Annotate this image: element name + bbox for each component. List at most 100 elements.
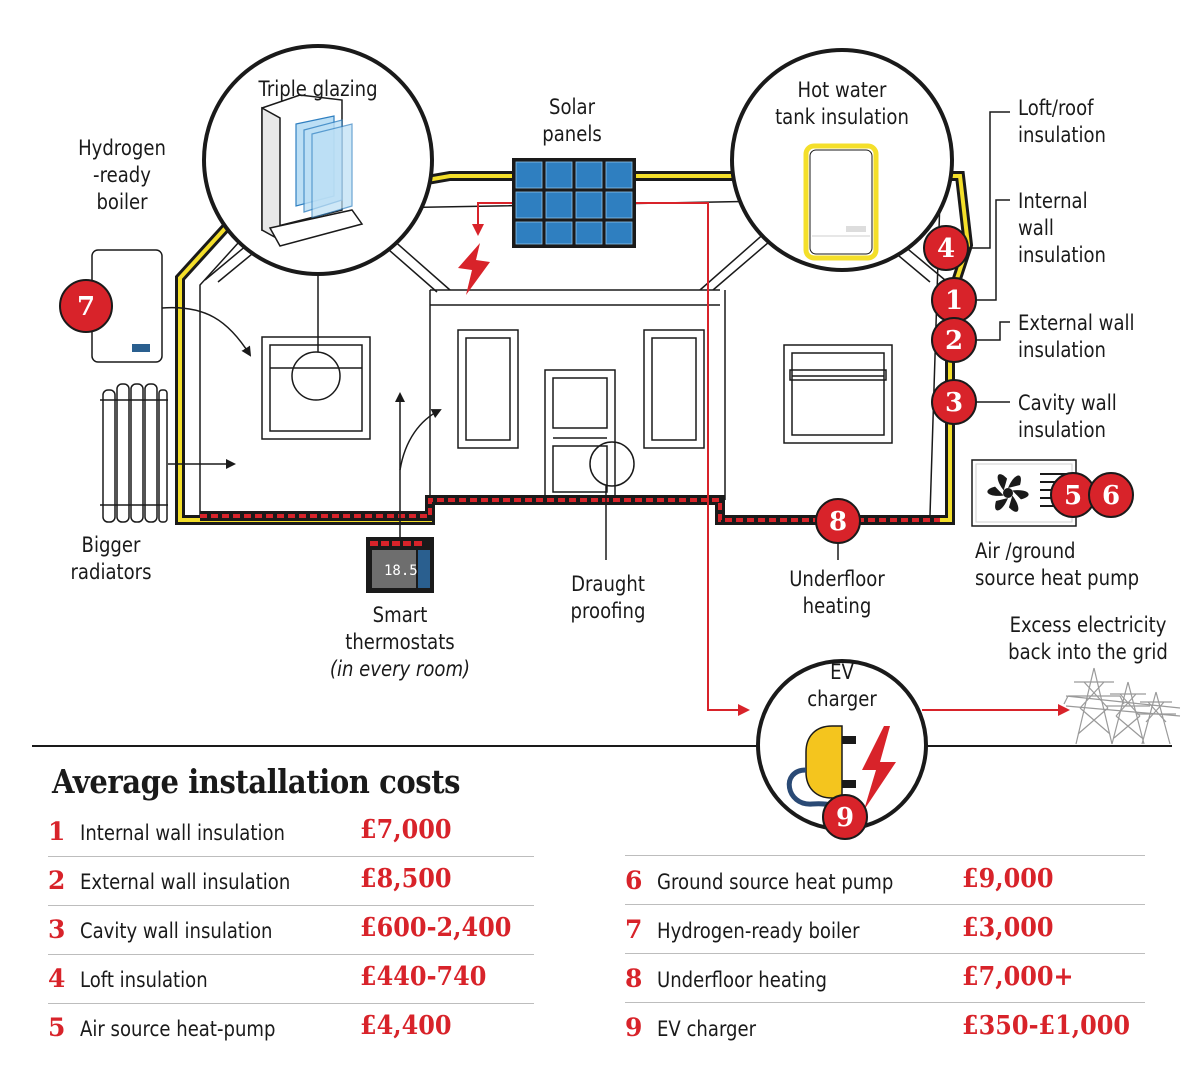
fan-icon [987, 474, 1029, 512]
cost-row-divider [48, 905, 534, 906]
label-heat-pump: Air /ground source heat pump [975, 539, 1140, 590]
window-mid-right [643, 329, 705, 449]
cost-number: 8 [625, 964, 643, 993]
cost-row: 3 Cavity wall insulation £600-2,400 [48, 913, 534, 949]
badge-1: 1 [931, 277, 977, 323]
cost-item-name: Underfloor heating [657, 968, 827, 992]
cost-item-name: Cavity wall insulation [80, 919, 273, 943]
cost-price: £350-£1,000 [962, 1011, 1131, 1041]
cost-number: 2 [48, 866, 66, 895]
cost-row-divider [625, 855, 1145, 856]
cost-number: 7 [625, 915, 643, 944]
lightning-icon [458, 243, 490, 295]
cost-row-divider [48, 954, 534, 955]
cost-number: 1 [48, 817, 66, 846]
cost-row-divider [625, 904, 1145, 905]
cost-row: 9 EV charger £350-£1,000 [625, 1011, 1145, 1047]
svg-text:5: 5 [1064, 481, 1082, 511]
cost-row: 8 Underfloor heating £7,000+ [625, 962, 1145, 998]
label-bigger-radiators: Bigger radiators [70, 533, 152, 584]
cost-price: £7,000+ [962, 962, 1074, 992]
underfloor-heating-band [200, 495, 940, 525]
radiator [100, 383, 236, 523]
cost-number: 5 [48, 1013, 66, 1042]
cost-item-name: EV charger [657, 1017, 757, 1041]
label-cavity-wall: Cavity wall insulation [1018, 391, 1117, 442]
badge-3: 3 [931, 379, 977, 425]
cost-row-divider [625, 1002, 1145, 1003]
label-excess-electricity: Excess electricity back into the grid [1008, 613, 1168, 664]
cost-price: £440-740 [360, 962, 487, 992]
cost-item-name: Internal wall insulation [80, 821, 285, 845]
cost-price: £8,500 [360, 864, 452, 894]
thermostat-reading: 18.5 [384, 563, 418, 579]
heat-pump-unit [971, 459, 1077, 527]
label-external-wall: External wall insulation [1018, 311, 1135, 362]
cost-number: 3 [48, 915, 66, 944]
svg-text:7: 7 [77, 292, 95, 322]
solar-power-line [472, 202, 1070, 716]
label-draught-proofing: Draught proofing [570, 572, 646, 623]
hydrogen-boiler [91, 249, 252, 363]
badge-8: 8 [815, 498, 861, 544]
label-triple-glazing: Triple glazing [258, 77, 378, 101]
label-loft-roof: Loft/roof insulation [1018, 96, 1107, 147]
cost-row: 2 External wall insulation £8,500 [48, 864, 534, 900]
cost-price: £7,000 [360, 815, 452, 845]
label-smart-thermostats: Smart thermostats (in every room) [329, 603, 471, 681]
badge-9: 9 [822, 794, 868, 840]
badge-4: 4 [923, 225, 969, 271]
window-left [261, 336, 371, 440]
cost-row-divider [625, 953, 1145, 954]
label-hydrogen-boiler: Hydrogen -ready boiler [78, 136, 166, 214]
svg-text:8: 8 [829, 507, 847, 537]
cost-item-name: Air source heat-pump [80, 1017, 276, 1041]
svg-text:2: 2 [945, 326, 963, 356]
label-underfloor-heating: Underfloor heating [789, 567, 885, 618]
label-hot-water: Hot water tank insulation [775, 78, 909, 129]
cost-row: 5 Air source heat-pump £4,400 [48, 1011, 534, 1047]
label-ev-charger: EV charger [807, 660, 877, 711]
pylons-icon [1063, 667, 1181, 745]
window-right [783, 344, 893, 444]
ev-lightning-icon [862, 726, 896, 810]
cost-price: £600-2,400 [360, 913, 512, 943]
cost-price: £4,400 [360, 1011, 452, 1041]
cost-price: £3,000 [962, 913, 1054, 943]
cost-price: £9,000 [962, 864, 1054, 894]
cost-number: 6 [625, 866, 643, 895]
cost-row: 7 Hydrogen-ready boiler £3,000 [625, 913, 1145, 949]
cost-row: 4 Loft insulation £440-740 [48, 962, 534, 998]
svg-text:4: 4 [937, 234, 955, 264]
cost-item-name: External wall insulation [80, 870, 291, 894]
svg-text:9: 9 [836, 803, 854, 833]
middle-roof [430, 289, 720, 306]
cost-row: 1 Internal wall insulation £7,000 [48, 815, 534, 851]
triple-glazing-callout [202, 44, 434, 352]
cost-number: 9 [625, 1013, 643, 1042]
cost-row-divider [48, 1003, 534, 1004]
label-solar-panels: Solar panels [542, 95, 602, 146]
ev-plug-icon [786, 725, 863, 833]
costs-title: Average installation costs [52, 762, 461, 801]
cost-item-name: Loft insulation [80, 968, 208, 992]
svg-text:6: 6 [1102, 481, 1120, 511]
window-mid-left [457, 329, 519, 449]
cost-number: 4 [48, 964, 66, 993]
badge-5: 5 [1050, 472, 1096, 518]
solar-panel [512, 158, 636, 248]
smart-thermostat: 18.5 [366, 392, 442, 593]
hot-water-tank-callout [730, 48, 954, 272]
svg-text:1: 1 [945, 286, 963, 316]
cost-item-name: Hydrogen-ready boiler [657, 919, 860, 943]
label-internal-wall: Internal wall insulation [1018, 189, 1107, 267]
cost-row-divider [48, 856, 534, 857]
badge-2: 2 [931, 317, 977, 363]
badge-6: 6 [1088, 472, 1134, 518]
front-door [544, 369, 635, 501]
svg-text:3: 3 [945, 388, 963, 418]
badge-7: 7 [59, 279, 113, 333]
